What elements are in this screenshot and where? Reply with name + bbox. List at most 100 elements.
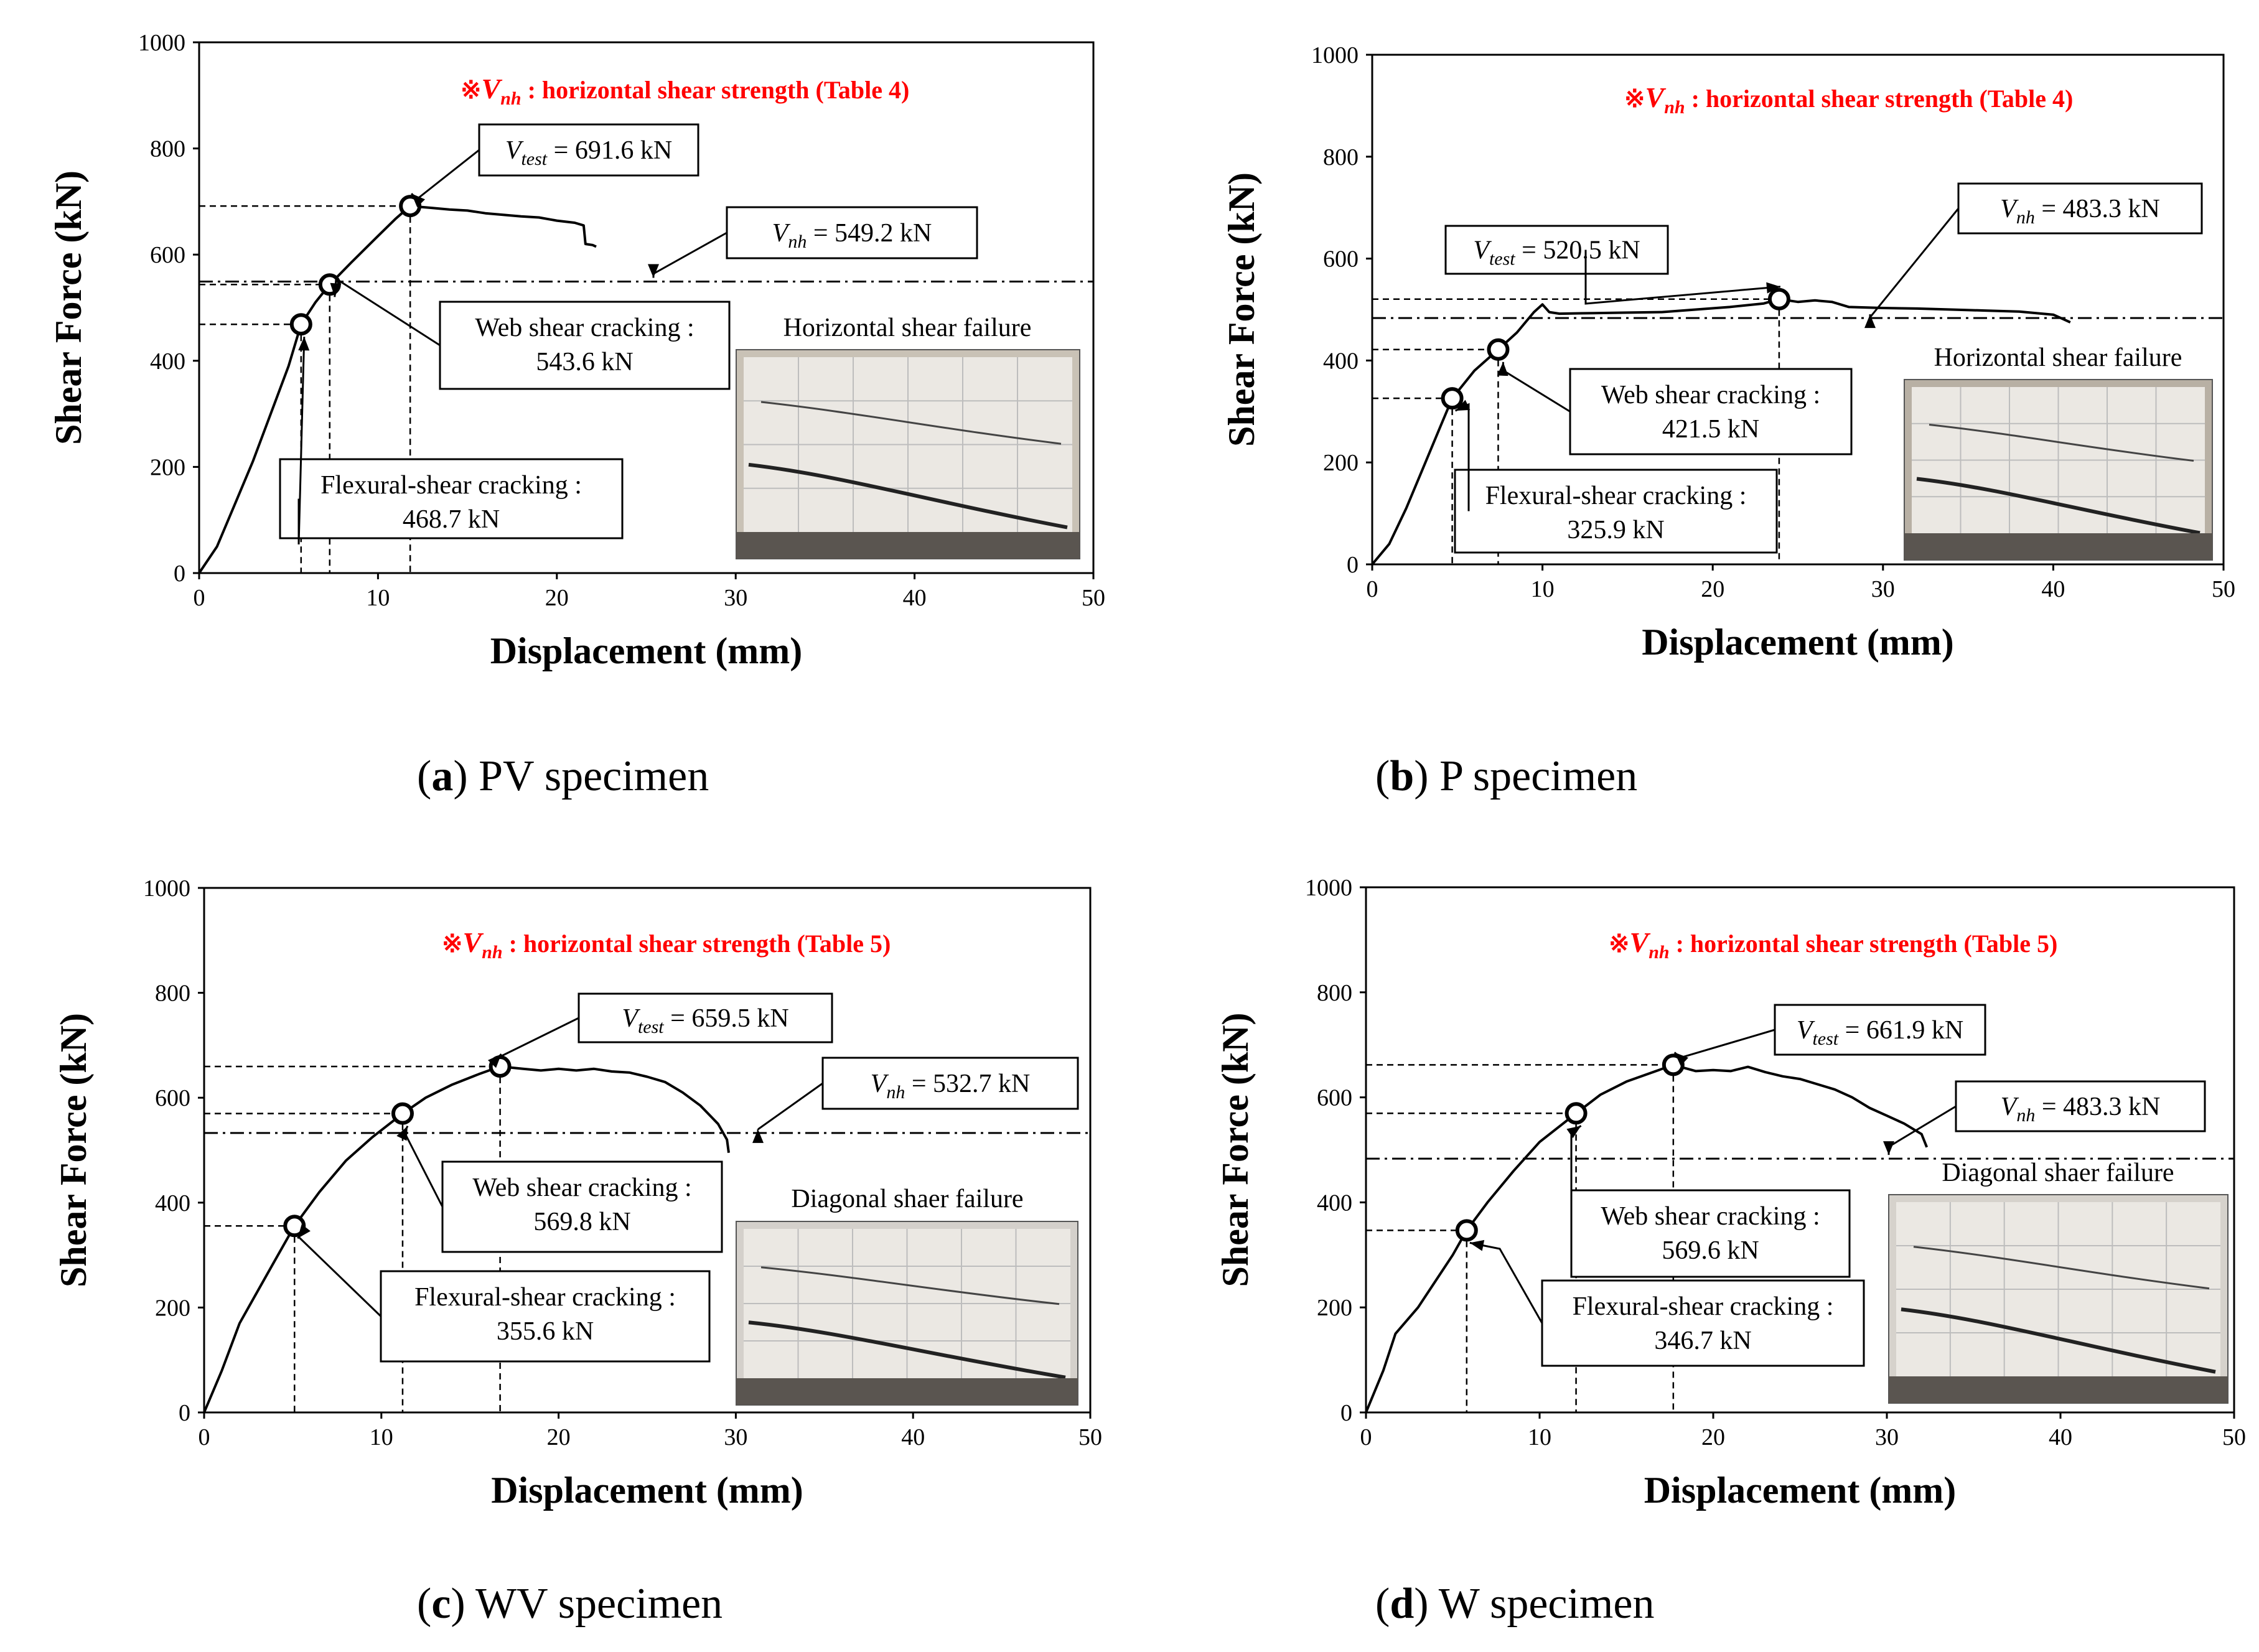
- y-tick-label: 400: [150, 348, 185, 375]
- web-shear-label-arrowhead: [1497, 362, 1508, 376]
- y-tick-label: 600: [1323, 246, 1359, 273]
- web-shear-label-text-line1: Web shear cracking :: [1601, 381, 1820, 409]
- y-tick-label: 1000: [143, 875, 190, 902]
- web-shear-label-text-line2: 569.8 kN: [533, 1208, 630, 1236]
- vtest-label-text: Vtest = 520.5 kN: [1473, 236, 1640, 269]
- photo-crack: [1929, 424, 2194, 462]
- flexural-shear-label-text-line2: 355.6 kN: [497, 1317, 594, 1346]
- x-tick-label: 40: [901, 1424, 925, 1450]
- web-shear-label-leader: [403, 1126, 444, 1208]
- x-tick-label: 30: [1875, 1424, 1899, 1450]
- x-tick-label: 50: [2222, 1424, 2246, 1450]
- vtest-label-arrowhead: [1674, 1052, 1689, 1066]
- label-subscript: nh: [2016, 1105, 2035, 1126]
- y-tick-label: 1000: [1305, 875, 1352, 901]
- flexural-shear-label-arrowhead: [297, 1224, 311, 1239]
- caption-paren-close: ): [451, 1580, 475, 1628]
- y-axis-label: Shear Force (kN): [48, 170, 89, 445]
- x-tick-label: 0: [1367, 576, 1378, 602]
- web-shear-label-box: [439, 301, 731, 390]
- label-subscript: test: [1489, 249, 1515, 269]
- caption-paren-close: ): [1414, 752, 1439, 800]
- caption-text: PV specimen: [479, 752, 709, 800]
- web-shear-label-text-line1: Web shear cracking :: [475, 314, 694, 342]
- flexural-shear-label-text-line2: 346.7 kN: [1654, 1327, 1751, 1355]
- label-value: = 532.7 kN: [905, 1070, 1030, 1098]
- y-tick-label: 800: [150, 136, 185, 162]
- x-tick-label: 10: [1531, 576, 1555, 602]
- caption-paren-open: (: [417, 752, 431, 800]
- cracking-point-marker-1: [391, 1102, 414, 1125]
- y-tick-label: 200: [1323, 450, 1359, 476]
- label-subscript: test: [521, 149, 547, 169]
- vnh-label-arrowhead: [1864, 314, 1876, 329]
- photo-label: Horizontal shear failure: [783, 314, 1032, 342]
- note-text: : horizontal shear strength (Table 4): [1685, 85, 2074, 113]
- y-tick-label: 400: [155, 1190, 190, 1216]
- x-tick-label: 20: [547, 1424, 571, 1450]
- plot-frame: [1365, 886, 2235, 1414]
- y-tick-label: 800: [1317, 980, 1352, 1006]
- x-tick-label: 10: [366, 585, 390, 611]
- caption-letter: d: [1390, 1580, 1414, 1628]
- web-shear-label-leader: [334, 277, 441, 347]
- label-symbol: V: [772, 219, 791, 248]
- note-symbol: V: [1645, 82, 1667, 113]
- photo-crack: [1901, 1307, 2216, 1374]
- note-subscript: nh: [500, 88, 521, 109]
- web-shear-label-text-line1: Web shear cracking :: [1601, 1202, 1820, 1231]
- web-shear-label-box: [1570, 1189, 1851, 1278]
- strength-note: ※Vnh : horizontal shear strength (Table …: [1624, 82, 2073, 118]
- vnh-label-box: [726, 206, 978, 259]
- photo-crack: [760, 401, 1062, 445]
- caption-letter: c: [431, 1580, 451, 1628]
- y-tick-label: 200: [155, 1295, 190, 1321]
- flexural-shear-label-box: [1454, 469, 1778, 554]
- note-symbol: V: [1630, 926, 1651, 958]
- vnh-label-text: Vnh = 549.2 kN: [772, 219, 932, 252]
- vnh-label-text: Vnh = 532.7 kN: [871, 1070, 1031, 1103]
- vnh-label-leader: [1887, 1105, 1957, 1155]
- label-value: = 659.5 kN: [664, 1004, 789, 1033]
- photo-label: Diagonal shaer failure: [1942, 1159, 2174, 1187]
- x-tick-label: 0: [199, 1424, 210, 1450]
- web-shear-label-text-line2: 569.6 kN: [1662, 1236, 1759, 1265]
- note-symbol: V: [482, 73, 503, 105]
- note-subscript: nh: [1649, 942, 1669, 963]
- photo-floor: [736, 1378, 1078, 1405]
- cracking-point-marker-1: [1487, 338, 1510, 361]
- flexural-shear-label-arrowhead: [298, 337, 310, 351]
- cracking-point-marker-1: [1564, 1102, 1588, 1125]
- caption-text: P specimen: [1439, 752, 1637, 800]
- photo-floor: [1889, 1376, 2228, 1403]
- vtest-label-text: Vtest = 659.5 kN: [622, 1004, 788, 1037]
- label-value: = 483.3 kN: [2035, 1093, 2160, 1121]
- strength-note: ※Vnh : horizontal shear strength (Table …: [1609, 926, 2057, 963]
- flexural-shear-label-leader: [297, 337, 306, 545]
- vnh-label-box: [1955, 1080, 2206, 1132]
- vtest-label-leader: [1584, 250, 1781, 305]
- y-tick-label: 600: [155, 1085, 190, 1111]
- y-tick-label: 600: [150, 242, 185, 268]
- web-shear-label-leader: [1502, 362, 1571, 413]
- y-tick-label: 400: [1323, 348, 1359, 374]
- vnh-label-arrowhead: [752, 1129, 764, 1143]
- caption-text: W specimen: [1439, 1580, 1655, 1628]
- vtest-label-arrowhead: [1766, 282, 1780, 294]
- web-shear-label-text-line1: Web shear cracking :: [472, 1174, 691, 1202]
- vtest-label-leader: [411, 149, 480, 201]
- web-shear-label-text-line2: 421.5 kN: [1662, 415, 1759, 444]
- photo-crack: [748, 1320, 1066, 1379]
- photo-floor: [1904, 533, 2212, 560]
- vtest-label-leader: [1673, 1029, 1775, 1059]
- photo-label: Diagonal shaer failure: [791, 1185, 1023, 1213]
- panel-caption: (d) W specimen: [1375, 1580, 1654, 1628]
- label-value: = 691.6 kN: [547, 136, 672, 165]
- x-tick-label: 50: [2212, 576, 2235, 602]
- photo-crack: [760, 1266, 1060, 1305]
- label-subscript: nh: [886, 1082, 905, 1103]
- flexural-shear-label-box: [1541, 1279, 1865, 1367]
